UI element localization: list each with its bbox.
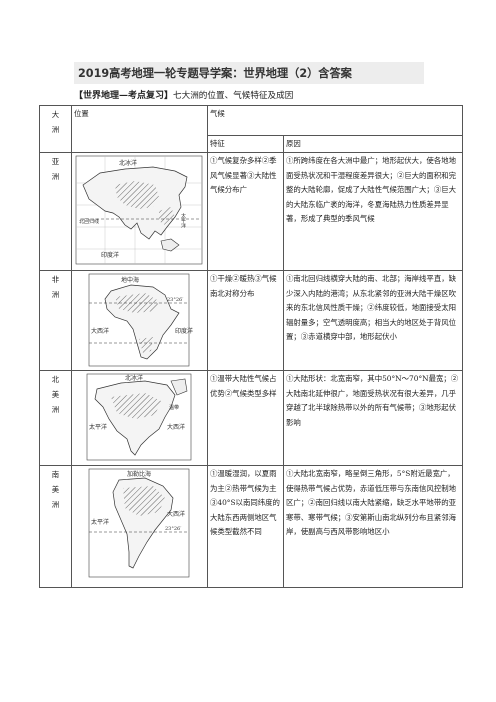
subtitle-text: 七大洲的位置、气候特征及成因 xyxy=(173,91,294,101)
header-feature: 特征 xyxy=(207,134,284,154)
map-label-zone: 温带 xyxy=(169,404,179,411)
climate-feature: ①干燥②暖热③气候南北对称分布 xyxy=(207,270,284,372)
map-label-ocean-west: 大西洋 xyxy=(91,327,109,335)
table-row-south-america: 南美洲 加勒比海 太平洋 大西洋 23°26′ xyxy=(39,465,464,589)
map-frame xyxy=(75,156,203,265)
climate-hatch-region xyxy=(123,486,165,517)
map-label-sea: 加勒比海 xyxy=(127,470,151,478)
africa-map: 地中海 大西洋 印度洋 23°26′ xyxy=(88,274,193,367)
map-label-ocean-west: 太平洋 xyxy=(91,518,109,526)
subtitle-bold: 【世界地理—考点复习】 xyxy=(74,91,174,101)
continent-climate-table: 大洲 位置 气候 特征 原因 亚洲 xyxy=(39,104,464,589)
title-background xyxy=(74,62,424,84)
map-label-ocean-north: 北冰洋 xyxy=(125,374,143,382)
map-label-tropic: 北回归线 xyxy=(79,218,99,225)
south-america-map-cell: 加勒比海 太平洋 大西洋 23°26′ xyxy=(71,465,208,589)
header-cause: 原因 xyxy=(282,134,464,154)
map-label-ocean-east: 太平洋 xyxy=(180,213,186,230)
climate-cause: ①大陆北宽南窄，略呈倒三角形，5°S附近最宽广，使得热带气候占优势，赤道低压带与… xyxy=(282,465,464,589)
continent-name: 非洲 xyxy=(39,270,72,372)
asia-map-cell: 北冰洋 北回归线 印度洋 太平洋 xyxy=(71,152,208,272)
header-climate: 气候 xyxy=(206,105,464,136)
south-america-map: 加勒比海 太平洋 大西洋 23°26′ xyxy=(88,469,190,578)
map-label-latitude: 23°26′ xyxy=(165,526,182,532)
header-location: 位置 xyxy=(71,104,208,154)
map-label-ocean-south: 印度洋 xyxy=(101,251,119,259)
continent-name: 南美洲 xyxy=(39,465,72,589)
climate-hatch-region xyxy=(139,337,153,354)
island-landmass xyxy=(160,239,180,252)
map-frame xyxy=(88,274,190,367)
climate-hatch-region xyxy=(159,207,175,226)
table-row-africa: 非洲 地中海 大西洋 印度洋 xyxy=(39,270,464,372)
climate-feature: ①气候复杂多样②季风气候显著③大陆性气候分布广 xyxy=(207,152,284,272)
map-label-ocean-east: 印度洋 xyxy=(175,327,193,335)
table-row-north-america: 北美洲 北冰洋 太平洋 大西洋 温带 xyxy=(39,370,464,467)
map-label-latitude: 23°26′ xyxy=(167,297,184,303)
continent-name: 北美洲 xyxy=(39,370,72,467)
climate-hatch-region xyxy=(115,181,159,210)
asia-map: 北冰洋 北回归线 印度洋 太平洋 xyxy=(75,156,203,265)
map-label-sea: 地中海 xyxy=(121,276,139,284)
island-landmass xyxy=(170,379,188,396)
map-label-ocean-east: 大西洋 xyxy=(167,423,185,431)
climate-hatch-region xyxy=(111,393,161,420)
climate-cause: ①所跨纬度在各大洲中最广；地形起伏大，使各地地面受热状况和干湿程度差异很大；②巨… xyxy=(282,152,464,272)
section-subtitle: 【世界地理—考点复习】七大洲的位置、气候特征及成因 xyxy=(74,88,293,101)
map-label-ocean-west: 太平洋 xyxy=(89,423,107,431)
north-america-map-cell: 北冰洋 太平洋 大西洋 温带 xyxy=(71,370,208,467)
climate-cause: ①南北回归线横穿大陆的南、北部；海岸线平直，缺少深入内陆的港湾；从东北紧邻的亚洲… xyxy=(282,270,464,372)
table-row-asia: 亚洲 xyxy=(39,152,464,272)
africa-map-cell: 地中海 大西洋 印度洋 23°26′ xyxy=(71,270,208,372)
page-title: 2019高考地理一轮专题导学案：世界地理（2）含答案 xyxy=(78,67,352,80)
climate-feature: ①温暖湿润，以夏雨为主②热带气候为主③40°S以南同纬度的大陆东西两侧地区气候类… xyxy=(207,465,284,589)
map-frame xyxy=(88,469,190,578)
north-america-map: 北冰洋 太平洋 大西洋 温带 xyxy=(86,374,192,461)
map-label-ocean-east: 大西洋 xyxy=(167,510,185,518)
continent-name: 亚洲 xyxy=(39,152,72,272)
map-label-ocean-north: 北冰洋 xyxy=(119,159,137,167)
map-frame xyxy=(86,374,192,461)
header-continent: 大洲 xyxy=(39,104,72,154)
climate-feature: ①温带大陆性气候占优势②气候类型多样 xyxy=(207,370,284,467)
climate-cause: ①大陆形状：北宽南窄，其中50°N～70°N最宽；②大陆南北延伸很广，地面受热状… xyxy=(282,370,464,467)
